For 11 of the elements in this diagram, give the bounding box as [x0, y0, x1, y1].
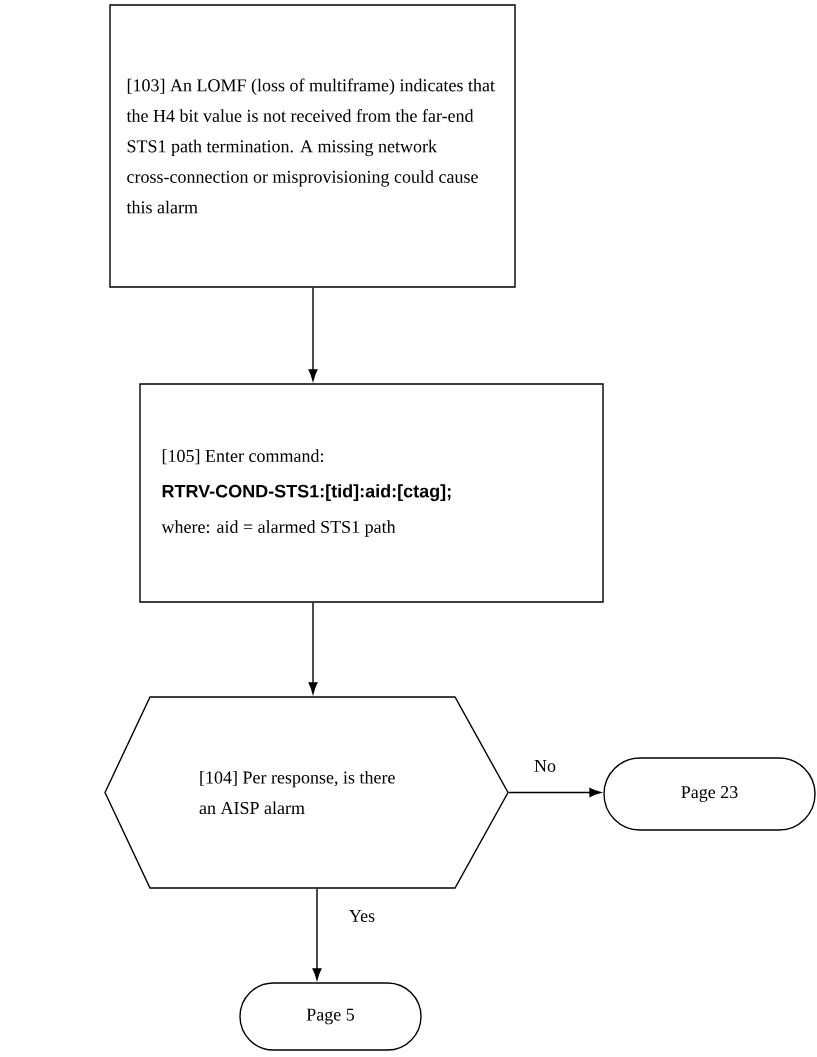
- arrow: [508, 788, 601, 798]
- edge-label: No: [533, 759, 557, 773]
- arrow: [308, 287, 318, 381]
- arrow: [308, 602, 318, 694]
- process-box: [105] Enter command: RTRV-COND-STS1:[tid]:aid:[ctag]; where: aid = alarmed STS1 path: [139, 383, 604, 603]
- terminator: Page 5: [239, 982, 422, 1051]
- decision-hexagon: [104] Per response, is there an AISP alarm: [104, 696, 509, 889]
- terminator: Page 23: [603, 757, 816, 831]
- edge-label: Yes: [347, 909, 377, 923]
- process-box: [103] An LOMF (loss of multiframe) indicates that the H4 bit value is not received from the far-end STS1 path termination. A missing network cross-connection or misprovisioning could cause this alarm: [109, 4, 516, 288]
- arrow: [312, 888, 322, 980]
